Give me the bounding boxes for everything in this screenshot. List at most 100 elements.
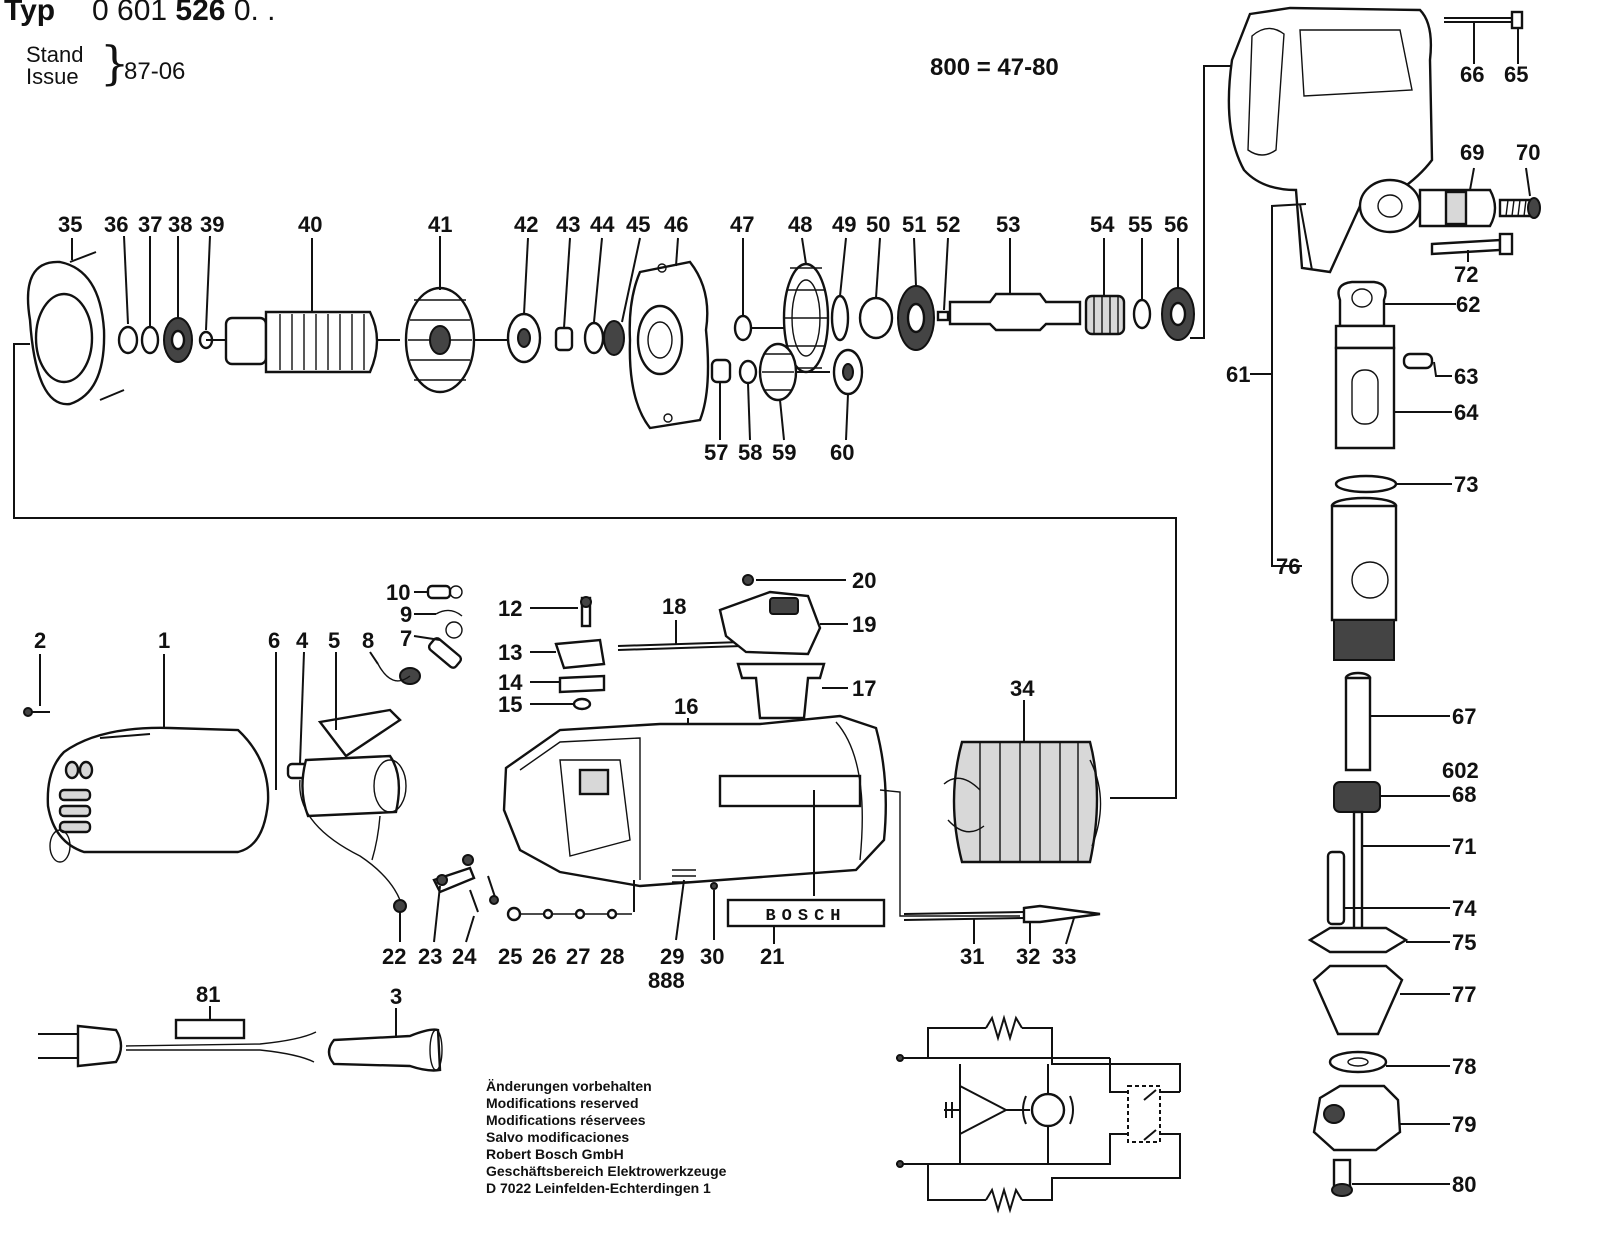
callout-label: 7	[400, 626, 412, 651]
part-75-nut	[1307, 926, 1409, 954]
callout-label: 41	[428, 212, 452, 237]
note-line: Salvo modificaciones	[486, 1129, 630, 1145]
part-21-nameplate: BOSCH	[726, 790, 886, 944]
part-68-nut	[1333, 781, 1381, 813]
callout-label: 8	[362, 628, 374, 653]
callout-label: 16	[674, 694, 698, 719]
typ-number: 0 601 526 0. .	[92, 0, 276, 28]
callout-label: 63	[1454, 364, 1478, 389]
callout-label: 37	[138, 212, 162, 237]
part-1-motor-housing	[46, 654, 270, 863]
right-leaders	[1250, 167, 1531, 1185]
callout-label: 36	[104, 212, 128, 237]
callout-label: 52	[936, 212, 960, 237]
part-2-screw	[23, 654, 50, 717]
part-42-45-bearings	[506, 312, 625, 364]
callout-label: 26	[532, 944, 556, 969]
callout-label: 45	[626, 212, 650, 237]
callout-label: 74	[1452, 896, 1477, 921]
callout-label: 54	[1090, 212, 1115, 237]
callout-label: 50	[866, 212, 890, 237]
part-76-tube	[1330, 496, 1398, 661]
part-4-6-suppressor	[275, 651, 407, 901]
callout-label: 23	[418, 944, 442, 969]
part-gear-housing	[1227, 6, 1541, 274]
callout-label: 25	[498, 944, 522, 969]
callout-label: 43	[556, 212, 580, 237]
callout-label: 31	[960, 944, 984, 969]
callout-label: 20	[852, 568, 876, 593]
note-line: Modifications reserved	[486, 1095, 639, 1111]
note-line: Änderungen vorbehalten	[486, 1078, 652, 1094]
callout-label: 81	[196, 982, 220, 1007]
part-16-main-housing	[502, 714, 887, 912]
callout-label: 9	[400, 602, 412, 627]
callout-label: 53	[996, 212, 1020, 237]
callout-label: 38	[168, 212, 192, 237]
callout-label: 34	[1010, 676, 1035, 701]
part-40-armature	[206, 310, 400, 374]
callout-label: 30	[700, 944, 724, 969]
callout-label: 13	[498, 640, 522, 665]
part-36-39-washers	[117, 317, 214, 363]
part-81-plug	[38, 1006, 317, 1068]
callout-label: 78	[1452, 1054, 1476, 1079]
callout-label: 4	[296, 628, 309, 653]
callout-label: 61	[1226, 362, 1250, 387]
callout-label: 67	[1452, 704, 1476, 729]
brace: }	[100, 36, 130, 90]
callout-label: 55	[1128, 212, 1152, 237]
stand-label: Stand	[26, 42, 84, 67]
callout-label: 64	[1454, 400, 1479, 425]
part-31-33-cable	[879, 789, 1101, 945]
callout-label: 48	[788, 212, 812, 237]
part-77-cone	[1312, 964, 1404, 1036]
note-line: Robert Bosch GmbH	[486, 1146, 624, 1162]
callout-label: 35	[58, 212, 82, 237]
callout-label: 27	[566, 944, 590, 969]
issue-date: 87-06	[124, 58, 186, 85]
callout-label: 56	[1164, 212, 1188, 237]
part-22-24-terminals	[393, 854, 499, 943]
callout-label: 57	[704, 440, 728, 465]
part-62-64-slider	[1334, 280, 1434, 450]
set-note: 800 = 47-80	[930, 54, 1059, 81]
callout-label: 44	[590, 212, 615, 237]
part-19-20-switch-cover	[718, 574, 848, 656]
callout-label: 51	[902, 212, 926, 237]
callout-label: 73	[1454, 472, 1478, 497]
part-53-shaft	[948, 292, 1082, 332]
callout-label: 18	[662, 594, 686, 619]
callout-label: 59	[772, 440, 796, 465]
nameplate-text: BOSCH	[765, 907, 846, 926]
top-leaders	[71, 235, 1179, 441]
callout-label: 888	[648, 968, 685, 993]
part-17-switch	[736, 662, 848, 720]
callout-label: 29	[660, 944, 684, 969]
part-34-field	[943, 700, 1102, 864]
callout-label: 15	[498, 692, 522, 717]
issue-label: Issue	[26, 64, 79, 89]
stand-issue-label: Stand Issue	[26, 44, 84, 88]
part-3-cord-guard	[327, 1008, 443, 1072]
part-47-52-gears	[733, 262, 950, 374]
callout-label: 47	[730, 212, 754, 237]
part-71-punch	[1326, 810, 1364, 936]
callout-label: 66	[1460, 62, 1484, 87]
callout-label: 17	[852, 676, 876, 701]
callout-label: 79	[1452, 1112, 1476, 1137]
callout-label: 62	[1456, 292, 1480, 317]
callout-label: 1	[158, 628, 170, 653]
callout-label: 10	[386, 580, 410, 605]
part-41-fan	[404, 286, 508, 394]
part-7-10-brushes	[369, 584, 463, 685]
callout-label: 3	[390, 984, 402, 1009]
callout-label: 6	[268, 628, 280, 653]
callout-label: 80	[1452, 1172, 1476, 1197]
callout-label: 65	[1504, 62, 1528, 87]
callout-label: 42	[514, 212, 538, 237]
callout-label: 19	[852, 612, 876, 637]
part-79-die	[1312, 1084, 1402, 1152]
callout-label: 49	[832, 212, 856, 237]
